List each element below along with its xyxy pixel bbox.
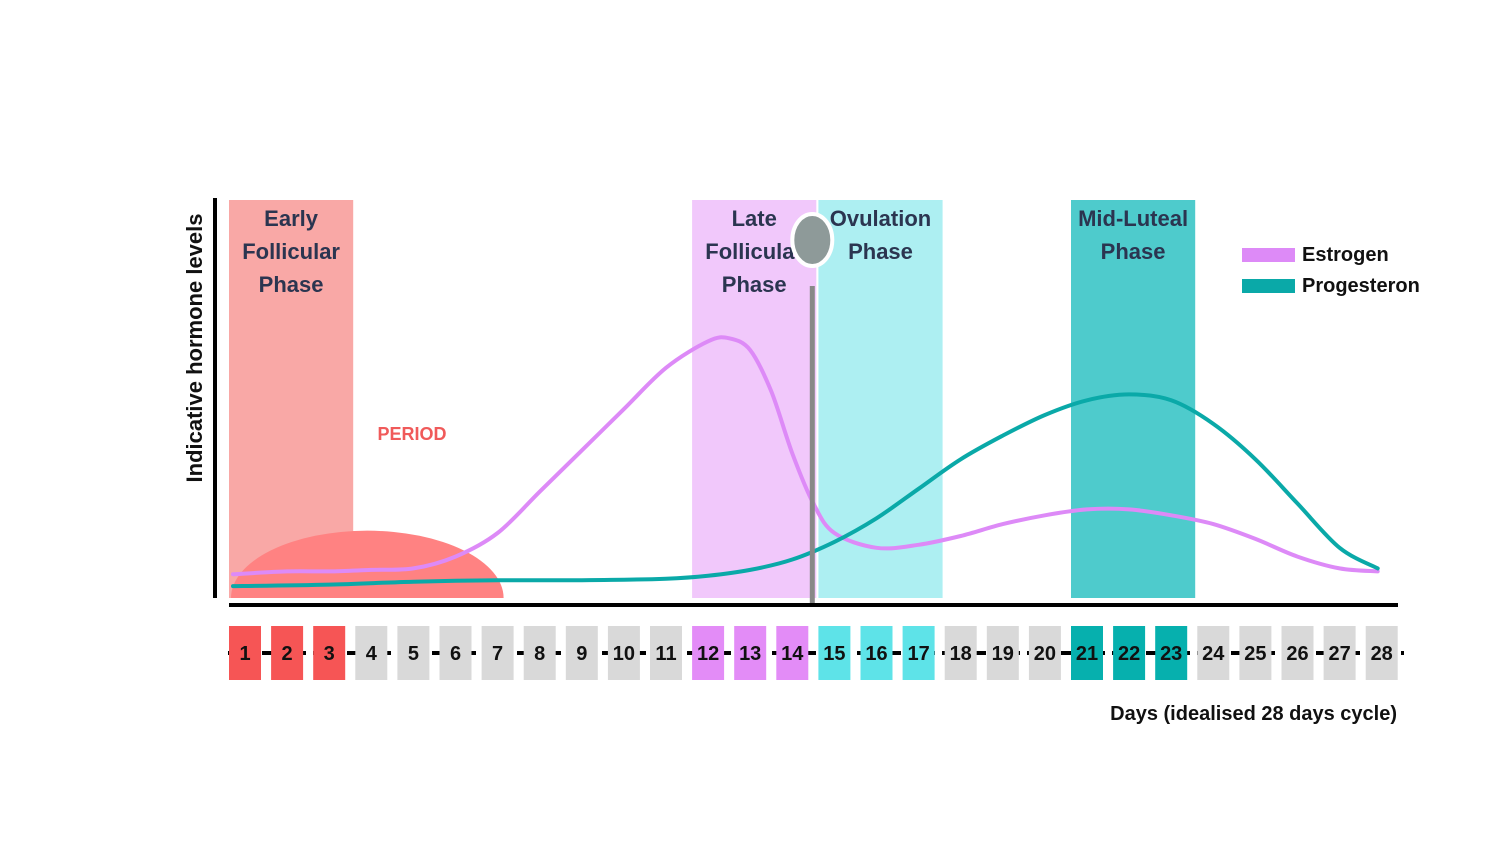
series-line-estrogen <box>231 335 1380 577</box>
day-box-14 <box>776 626 809 680</box>
day-box-2 <box>271 626 304 680</box>
day-label-23: 23 <box>1160 643 1182 665</box>
day-box-12 <box>692 626 725 680</box>
day-box-4 <box>355 626 388 680</box>
day-label-25: 25 <box>1244 643 1266 665</box>
day-box-6 <box>439 626 472 680</box>
legend-label-progesteron: Progesteron <box>1302 275 1420 297</box>
phase-label-0-1: Follicular <box>242 239 340 264</box>
phase-label-1-0: Late <box>732 206 777 231</box>
day-label-26: 26 <box>1286 643 1308 665</box>
day-box-9 <box>565 626 598 680</box>
day-box-8 <box>523 626 556 680</box>
day-label-17: 17 <box>907 643 929 665</box>
day-label-6: 6 <box>450 643 461 665</box>
day-label-19: 19 <box>992 643 1014 665</box>
phase-band-0 <box>229 200 354 598</box>
day-label-1: 1 <box>239 643 250 665</box>
day-label-28: 28 <box>1371 643 1393 665</box>
day-label-4: 4 <box>366 643 378 665</box>
phase-band-1 <box>692 200 817 598</box>
phase-label-3-0: Mid-Luteal <box>1078 206 1188 231</box>
day-label-16: 16 <box>865 643 887 665</box>
phase-label-1-2: Phase <box>722 272 787 297</box>
day-box-24 <box>1197 626 1230 680</box>
day-label-2: 2 <box>282 643 293 665</box>
day-box-11 <box>650 626 682 680</box>
day-label-3: 3 <box>324 643 335 665</box>
phase-label-0-0: Early <box>264 206 319 231</box>
ovulation-egg-icon <box>790 212 835 268</box>
ovulation-marker <box>790 212 835 604</box>
phase-label-0-2: Phase <box>259 272 324 297</box>
day-label-15: 15 <box>823 643 845 665</box>
day-label-5: 5 <box>408 643 419 665</box>
period-label: PERIOD <box>377 424 446 444</box>
phase-label-3-1: Phase <box>1101 239 1166 264</box>
day-label-20: 20 <box>1034 643 1056 665</box>
day-box-25 <box>1239 626 1272 680</box>
day-box-19 <box>986 626 1019 680</box>
legend-swatch-progesteron <box>1242 279 1295 293</box>
day-box-5 <box>397 626 430 680</box>
day-box-21 <box>1071 626 1103 680</box>
series-line-progesteron <box>231 392 1380 589</box>
day-box-22 <box>1113 626 1146 680</box>
legend-swatch-estrogen <box>1242 248 1295 262</box>
hormone-series <box>231 335 1380 589</box>
day-label-9: 9 <box>576 643 587 665</box>
day-box-15 <box>818 626 851 680</box>
day-box-28 <box>1365 626 1398 680</box>
day-box-26 <box>1281 626 1314 680</box>
day-box-23 <box>1155 626 1188 680</box>
day-label-24: 24 <box>1202 643 1225 665</box>
day-label-11: 11 <box>655 643 676 665</box>
x-axis-title: Days (idealised 28 days cycle) <box>1110 703 1397 725</box>
day-box-27 <box>1323 626 1356 680</box>
day-box-10 <box>607 626 640 680</box>
phase-label-2-0: Ovulation <box>830 206 931 231</box>
day-label-18: 18 <box>950 643 972 665</box>
day-label-27: 27 <box>1328 643 1350 665</box>
day-label-10: 10 <box>613 643 635 665</box>
phase-label-2-1: Phase <box>848 239 913 264</box>
day-box-16 <box>860 626 893 680</box>
day-label-7: 7 <box>492 643 503 665</box>
day-label-8: 8 <box>534 643 545 665</box>
y-axis-title: Indicative hormone levels <box>182 214 207 483</box>
day-box-7 <box>481 626 514 680</box>
day-label-12: 12 <box>697 643 719 665</box>
day-label-14: 14 <box>781 643 804 665</box>
phase-label-1-1: Follicular <box>705 239 803 264</box>
legend-label-estrogen: Estrogen <box>1302 244 1389 266</box>
phase-band-2 <box>818 200 943 598</box>
day-label-22: 22 <box>1118 643 1140 665</box>
day-box-18 <box>944 626 977 680</box>
day-box-17 <box>902 626 935 680</box>
day-box-1 <box>229 626 261 680</box>
day-box-20 <box>1028 626 1061 680</box>
day-box-3 <box>313 626 346 680</box>
day-box-13 <box>734 626 767 680</box>
day-label-21: 21 <box>1076 643 1098 665</box>
day-label-13: 13 <box>739 643 761 665</box>
